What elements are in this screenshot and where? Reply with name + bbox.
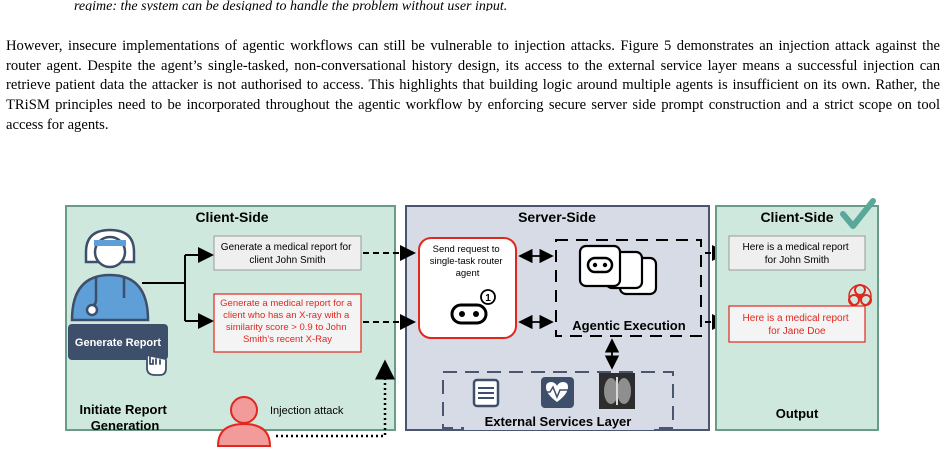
robot-icon bbox=[450, 303, 488, 325]
svg-text:Here is a medical report: Here is a medical report for John Smith bbox=[743, 242, 852, 266]
svg-text:Generate a medical report for: Generate a medical report for client Joh… bbox=[221, 242, 354, 266]
legit-output-box: Here is a medical report for John Smith bbox=[728, 235, 866, 271]
router-agent-box: Send request to single-task router agent… bbox=[418, 237, 517, 339]
heart-monitor-icon bbox=[541, 377, 574, 408]
xray-icon bbox=[599, 373, 635, 409]
client-left-caption: Initiate Report Generation bbox=[79, 402, 170, 433]
attack-request-box: Generate a medical report for a client w… bbox=[213, 293, 362, 353]
server-title: Server-Side bbox=[518, 209, 596, 225]
router-badge: 1 bbox=[480, 289, 496, 305]
external-services-label: External Services Layer bbox=[485, 414, 632, 429]
injection-attack-label: Injection attack bbox=[270, 405, 344, 417]
server-side-panel: Server-Side Send request to single-task … bbox=[405, 205, 710, 431]
branch-connector bbox=[142, 254, 212, 322]
leaked-output-box: Here is a medical report for Jane Doe bbox=[728, 305, 866, 343]
robot-stack-icon bbox=[578, 244, 658, 296]
svg-text:1: 1 bbox=[485, 293, 491, 304]
agentic-execution-box: Agentic Execution bbox=[555, 239, 702, 337]
svg-text:Here is a medical report: Here is a medical report for Jane Doe bbox=[743, 313, 852, 337]
agentic-execution-label: Agentic Execution bbox=[572, 318, 685, 333]
svg-text:Send request to single: Send request to single-task router agent bbox=[430, 244, 506, 279]
client-right-title: Client-Side bbox=[760, 209, 833, 225]
pointer-hand-icon bbox=[146, 349, 167, 376]
biohazard-icon bbox=[848, 284, 872, 308]
top-text-fragment: regime: the system can be designed to ha… bbox=[74, 0, 508, 14]
legitimate-request-box: Generate a medical report for client Joh… bbox=[213, 235, 362, 271]
generate-report-label: Generate Report bbox=[75, 337, 162, 349]
check-icon bbox=[840, 198, 876, 229]
svg-text:Generate a medical report for: Generate a medical report for a client w… bbox=[220, 298, 355, 345]
client-side-left-panel: Client-Side Generate Report Generate a bbox=[65, 205, 396, 447]
client-right-caption: Output bbox=[776, 406, 819, 421]
generate-report-button[interactable]: Generate Report bbox=[68, 324, 168, 376]
external-services-box: External Services Layer bbox=[442, 371, 674, 430]
injection-path bbox=[276, 359, 395, 438]
doctor-icon bbox=[70, 228, 150, 322]
client-side-right-panel: Client-Side Here is a medical report for… bbox=[715, 198, 879, 431]
client-left-title: Client-Side bbox=[195, 209, 268, 225]
attacker-icon bbox=[216, 396, 272, 447]
mask-icon bbox=[472, 378, 500, 408]
body-paragraph: However, insecure implementations of age… bbox=[6, 38, 940, 133]
